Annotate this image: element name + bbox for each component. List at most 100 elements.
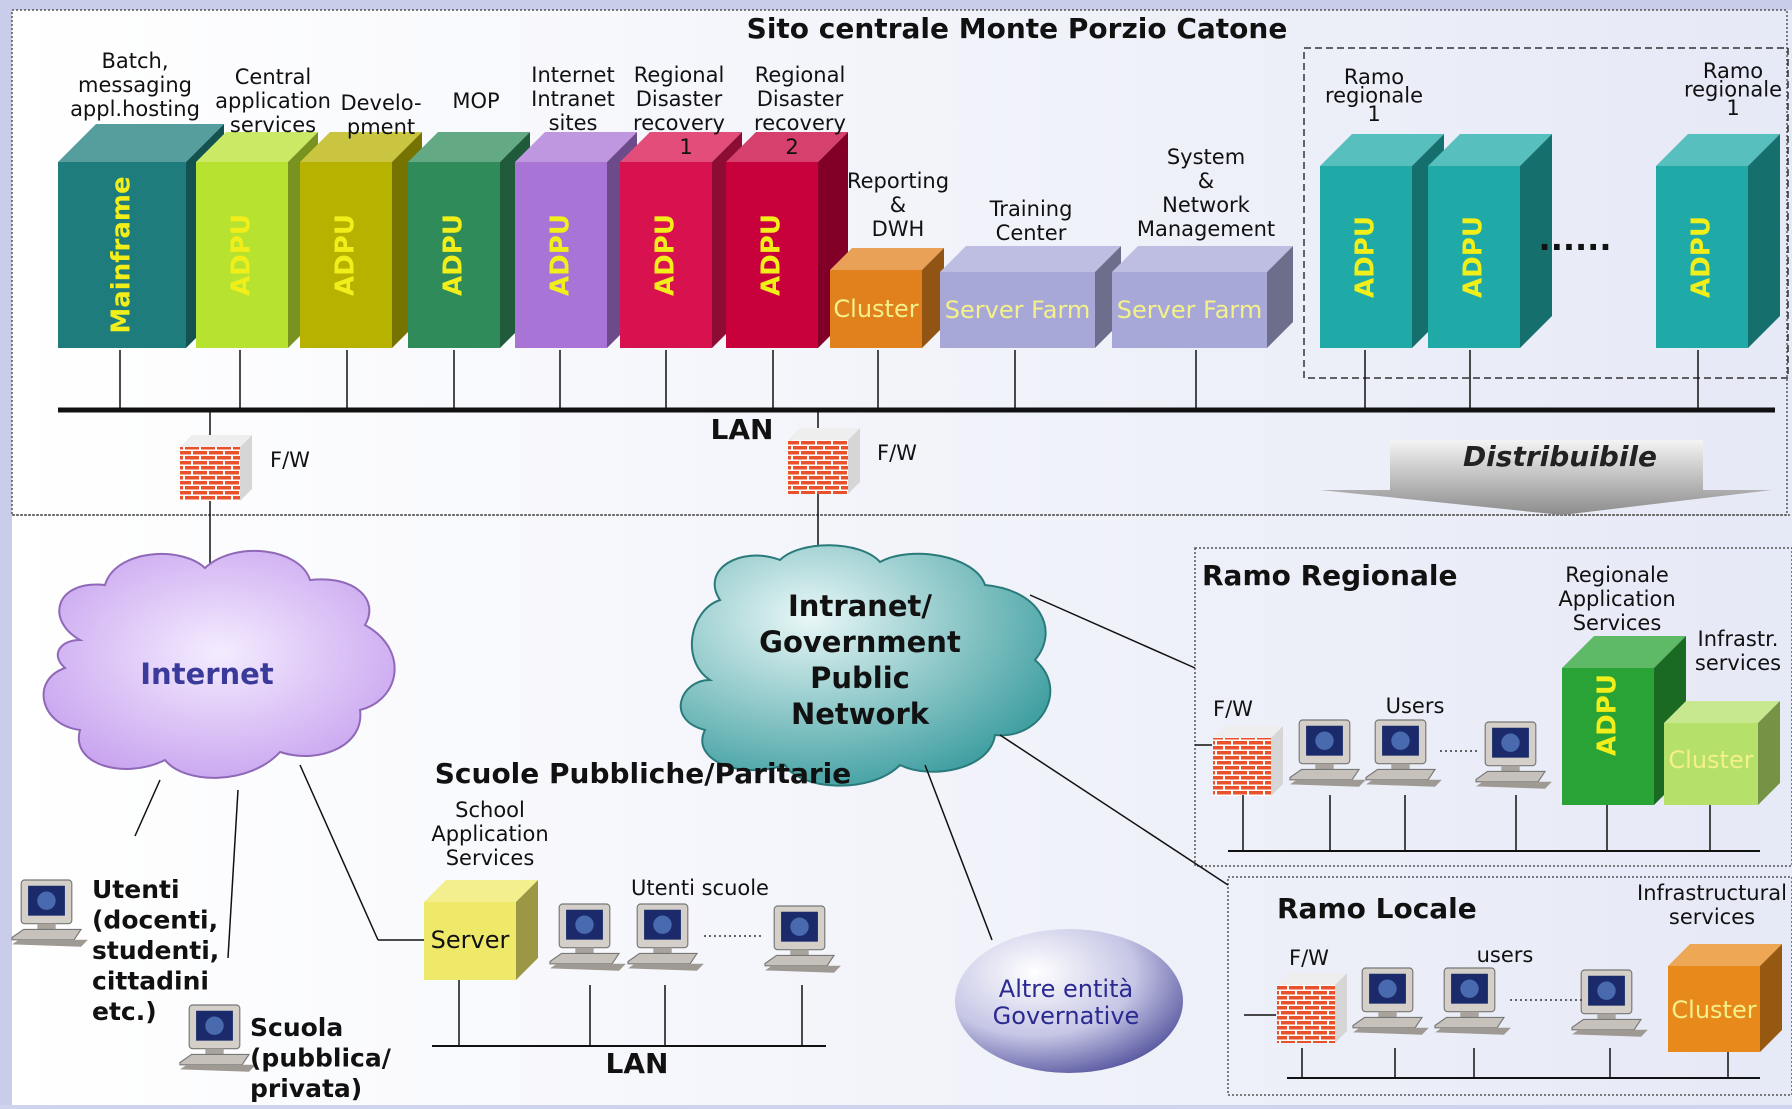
- ramo-regionale-infra: Infrastr.services: [1695, 627, 1781, 675]
- regional-ellipsis: ......: [1539, 220, 1612, 258]
- ramo-regionale-users: Users: [1386, 694, 1445, 718]
- firewall-top: [1277, 973, 1347, 985]
- server-label: Server: [431, 926, 510, 954]
- adpu-label: ADPU: [1593, 674, 1623, 756]
- regional-branch-frame: [1303, 47, 1789, 379]
- ramo-locale-cluster: Cluster: [1668, 944, 1782, 1052]
- adpu-label: ADPU: [651, 214, 681, 296]
- distribuibile-arrow: Distribuibile: [1320, 440, 1772, 515]
- rl-cluster-box: Cluster: [1668, 944, 1782, 1052]
- brick-wall-icon: [788, 440, 848, 494]
- computer-icon: [11, 879, 88, 947]
- central-unit-8: Cluster: [830, 248, 944, 348]
- fw-label-intranet: F/W: [877, 441, 917, 465]
- brick-wall-icon: [180, 447, 240, 501]
- central-unit-1: Mainframe: [58, 124, 224, 348]
- school-lan-label: LAN: [606, 1047, 669, 1080]
- central-unit-4: ADPU: [408, 132, 530, 348]
- server-farm-label: Server Farm: [1117, 296, 1262, 324]
- ramo-locale-firewall: [1277, 973, 1347, 1043]
- adpu-label: ADPU: [757, 214, 787, 296]
- scuola-label: Scuola(pubblica/privata): [250, 1013, 392, 1103]
- central-unit-caption: MOP: [452, 89, 499, 113]
- unit-number: 2: [785, 135, 798, 159]
- ramo-locale-frame: [1227, 876, 1792, 1096]
- computer-icon: [1475, 721, 1552, 789]
- regional-adpu-3: ADPU: [1656, 134, 1780, 348]
- firewall-side: [848, 428, 860, 494]
- adpu-label: ADPU: [1459, 216, 1489, 298]
- firewall-internet: [180, 435, 252, 501]
- lan-drop-lines: [119, 350, 1699, 410]
- ramo-locale-users: users: [1477, 943, 1534, 967]
- computer-icon: [1365, 719, 1442, 787]
- central-unit-9: Server Farm: [940, 246, 1121, 348]
- computer-icon: [549, 903, 626, 971]
- ramo-regionale-title: Ramo Regionale: [1202, 559, 1457, 592]
- utenti-computer: [11, 879, 88, 947]
- adpu-label: ADPU: [1351, 216, 1381, 298]
- central-lan-label: LAN: [711, 413, 774, 446]
- central-unit-10: Server Farm: [1112, 246, 1293, 348]
- distribuibile-label: Distribuibile: [1463, 440, 1657, 473]
- ramo-locale-title: Ramo Locale: [1277, 892, 1477, 925]
- ramo-regionale-adpu: ADPU: [1562, 636, 1686, 805]
- central-unit-5: ADPU: [515, 132, 637, 348]
- schools-title: Scuole Pubbliche/Paritarie: [435, 757, 852, 790]
- computer-icon: [179, 1004, 256, 1072]
- scuola-computer: [179, 1004, 256, 1072]
- mainframe-label: Mainframe: [107, 176, 137, 333]
- firewall-side: [240, 435, 252, 501]
- computer-icon: [764, 905, 841, 973]
- brick-wall-icon: [1213, 738, 1271, 796]
- firewall-side: [1335, 973, 1347, 1043]
- regional-adpu-2: ADPU: [1428, 134, 1552, 348]
- firewall-top: [788, 428, 860, 440]
- computer-icon: [1571, 969, 1648, 1037]
- rr-adpu-box: ADPU: [1562, 636, 1686, 805]
- central-unit-caption: Develo-pment: [340, 91, 421, 139]
- ramo-regionale-frame: [1194, 547, 1792, 867]
- central-unit-7: ADPU 2: [726, 132, 848, 348]
- central-site-title: Sito centrale Monte Porzio Catone: [747, 12, 1288, 45]
- central-unit-caption: Reporting&DWH: [847, 169, 949, 241]
- ramo-locale-fw: F/W: [1289, 946, 1329, 970]
- adpu-label: ADPU: [439, 214, 469, 296]
- computer-icon: [1289, 719, 1366, 787]
- ramo-locale-computers: [1352, 967, 1648, 1037]
- internet-label: Internet: [140, 657, 274, 691]
- server-farm-label: Server Farm: [945, 296, 1090, 324]
- firewall-top: [180, 435, 252, 447]
- firewall-intranet: [788, 428, 860, 494]
- school-computers: [549, 903, 841, 973]
- ramo-regionale-firewall: [1213, 726, 1283, 796]
- firewall-side: [1271, 726, 1283, 796]
- computer-icon: [1434, 967, 1511, 1035]
- firewall-top: [1213, 726, 1283, 738]
- brick-wall-icon: [1277, 985, 1335, 1043]
- adpu-label: ADPU: [1687, 216, 1717, 298]
- rr-cluster-box: Cluster: [1664, 701, 1780, 805]
- central-unit-2: ADPU: [196, 132, 318, 348]
- ramo-regionale-cluster: Cluster: [1664, 701, 1780, 805]
- adpu-label: ADPU: [227, 214, 257, 296]
- adpu-label: ADPU: [331, 214, 361, 296]
- computer-icon: [1352, 967, 1429, 1035]
- ramo-regionale-computers: [1289, 719, 1552, 789]
